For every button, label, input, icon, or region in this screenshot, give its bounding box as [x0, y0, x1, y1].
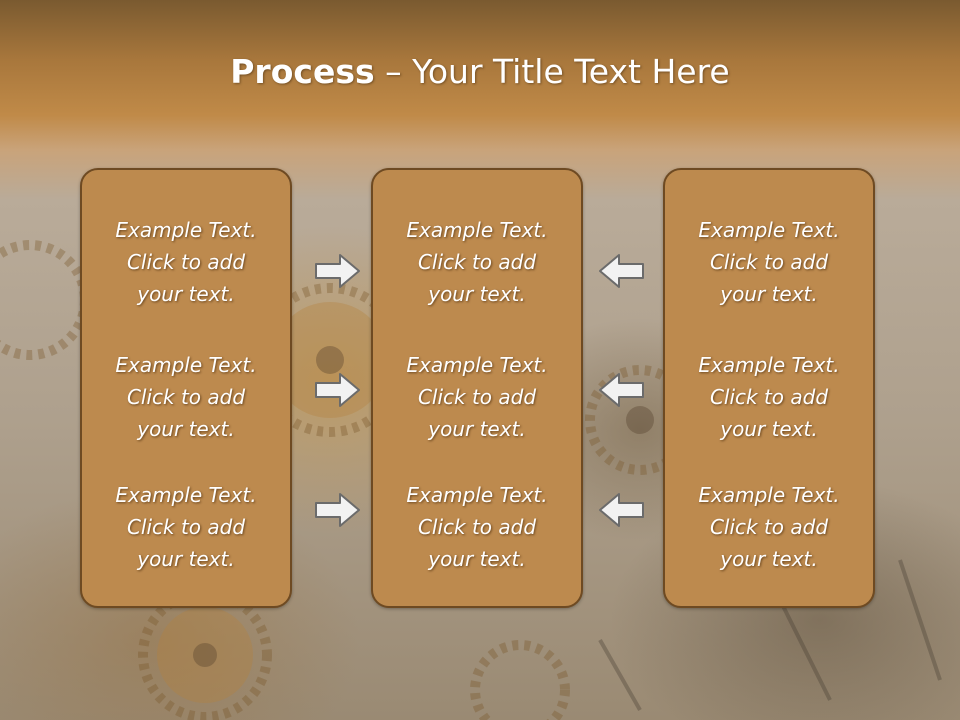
slide-title[interactable]: Process – Your Title Text Here	[0, 52, 960, 91]
arrow-right-icon	[315, 373, 360, 407]
text-item[interactable]: Example Text. Click to add your text.	[698, 218, 840, 306]
title-bold: Process	[230, 52, 375, 91]
arrow-right-icon	[315, 493, 360, 527]
text-item[interactable]: Example Text. Click to add your text.	[115, 218, 257, 306]
text-box-left[interactable]: Example Text. Click to add your text. Ex…	[80, 168, 292, 608]
arrow-left-icon	[599, 254, 644, 288]
text-item[interactable]: Example Text. Click to add your text.	[406, 218, 548, 306]
text-box-right[interactable]: Example Text. Click to add your text. Ex…	[663, 168, 875, 608]
text-item[interactable]: Example Text. Click to add your text.	[698, 483, 840, 571]
arrow-right-icon	[315, 254, 360, 288]
title-rest: – Your Title Text Here	[374, 52, 730, 91]
arrow-left-icon	[599, 493, 644, 527]
text-box-center[interactable]: Example Text. Click to add your text. Ex…	[371, 168, 583, 608]
text-item[interactable]: Example Text. Click to add your text.	[115, 483, 257, 571]
text-item[interactable]: Example Text. Click to add your text.	[698, 353, 840, 441]
text-item[interactable]: Example Text. Click to add your text.	[406, 483, 548, 571]
text-item[interactable]: Example Text. Click to add your text.	[406, 353, 548, 441]
text-item[interactable]: Example Text. Click to add your text.	[115, 353, 257, 441]
arrow-left-icon	[599, 373, 644, 407]
